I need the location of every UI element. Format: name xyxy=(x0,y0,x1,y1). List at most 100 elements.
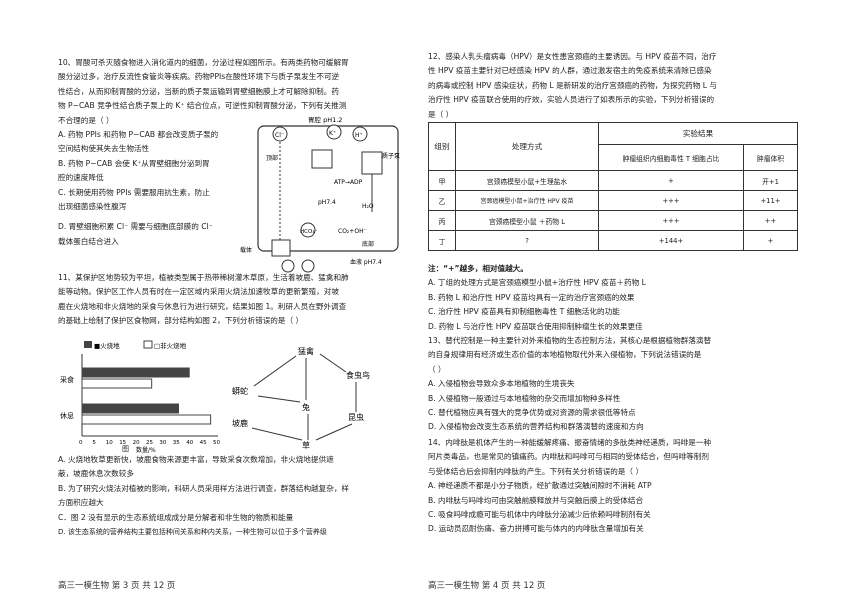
table-row: 丁 ? +144+ + xyxy=(428,230,798,251)
q12-table-note: 注：“+”越多，相对值越大。 xyxy=(428,264,528,273)
bottom-label: 底部 xyxy=(362,240,374,248)
cl-channel xyxy=(272,126,288,142)
table-cell: 宫颈癌模型小鼠+治疗性 HPV 疫苗 xyxy=(455,190,599,211)
legend-burn: ■火烧地 xyxy=(94,341,120,350)
table-cell: ? xyxy=(455,230,599,251)
cell-membrane xyxy=(257,125,399,252)
legend-swatch-burn xyxy=(84,341,92,348)
top-label: 顶部 xyxy=(266,154,278,162)
q10-option-c-cont: 出现细菌感染性腹泻 xyxy=(58,202,127,212)
x-tick-label: 25 xyxy=(146,440,153,446)
table-header-tcell: 肿瘤组织内细胞毒性 T 细胞占比 xyxy=(598,144,744,171)
q13-option-c[interactable]: C. 替代植物应具有强大的竞争优势或对资源的需求很低等特点 xyxy=(428,408,636,418)
table-row: 乙 宫颈癌模型小鼠+治疗性 HPV 疫苗 +++ +11+ xyxy=(428,190,798,211)
co2-label: CO₂+OH⁻ xyxy=(338,228,367,235)
h-label: H⁺ xyxy=(355,132,363,139)
q10-option-d-cont: 载体蛋白结合进入 xyxy=(58,236,119,246)
q10-option-b[interactable]: B. 药物 P−CAB 会使 K⁺从胃壁细胞分泌到胃 xyxy=(58,158,210,168)
table-cell: ++ xyxy=(743,210,798,231)
q14-stem-line: 14、内啡肽是机体产生的一种能缓解疼痛、振奋情绪的多肽类神经递质，吗啡是一种 xyxy=(428,438,712,447)
q10-stem-line: 10、胃酸可杀灭随食物进入消化道内的细菌，分泌过程如图所示。有两类药物可缓解胃 xyxy=(58,58,349,67)
carrier-label: 载体 xyxy=(240,246,252,254)
legend-noburn: □非火烧地 xyxy=(154,341,187,350)
bar-label-feed: 采食 xyxy=(60,375,74,384)
lumen-label: 胃腔 pH1.2 xyxy=(308,115,342,124)
q14-option-a[interactable]: A. 神经递质不都是小分子物质，经扩散通过突触间隙时不消耗 ATP xyxy=(428,481,652,491)
h-ion xyxy=(352,126,368,142)
q12-stem-line: 12、感染人乳头瘤病毒（HPV）是女性患宫颈癌的主要诱因。与 HPV 疫苗不同，… xyxy=(428,52,717,61)
q12-option-d[interactable]: D. 药物 L 与治疗性 HPV 疫苗联合使用抑制肿瘤生长的效果更佳 xyxy=(428,321,643,331)
k-label: K⁺ xyxy=(329,130,336,137)
q10-stem-line: 物 P−CAB 竞争性结合质子泵上的 K⁺ 结合位点，可逆性抑制胃酸分泌，下列有… xyxy=(58,101,347,111)
q13-option-b[interactable]: B. 入侵植物一般通过与本地植物的杂交而增加物种多样性 xyxy=(428,393,621,403)
q10-option-c[interactable]: C. 长期使用药物 PPIs 需要服用抗生素，防止 xyxy=(58,187,210,197)
foodweb-raptor: 猛禽 xyxy=(298,346,314,356)
table-cell: 丙 xyxy=(428,210,456,231)
q11-option-b[interactable]: B. 为了研究火烧法对植被的影响，科研人员采用样方法进行调查，群落结构越复杂，样 xyxy=(58,483,350,493)
question-12: 12、感染人乳头瘤病毒（HPV）是女性患宫颈癌的主要诱因。与 HPV 疫苗不同，… xyxy=(428,50,808,122)
q10-option-a[interactable]: A. 药物 PPIs 和药物 P−CAB 都会改变质子泵的 xyxy=(58,130,219,139)
q13-stem-line: 13、替代控制是一种主要针对外来植物的生态控制方法，其核心是根据植物群落演替 xyxy=(428,336,712,345)
page-4: 12、感染人乳头瘤病毒（HPV）是女性患宫颈癌的主要诱因。与 HPV 疫苗不同，… xyxy=(428,0,808,607)
q11-stem-line: 鹿在火烧地和非火烧地的采食与休息行为进行研究，结果如图 1。利研人员在野外调查 xyxy=(58,301,347,311)
q10-option-d[interactable]: D. 胃壁细胞积累 Cl⁻ 需要与细胞底部膜的 Cl⁻ xyxy=(58,222,213,232)
q12-option-b[interactable]: B. 药物 L 和治疗性 HPV 疫苗均具有一定的治疗宫颈癌的效果 xyxy=(428,292,635,302)
foodweb-python: 蟒蛇 xyxy=(232,386,248,396)
table-cell: 宫颈癌模型小鼠+生理盐水 xyxy=(455,170,599,191)
bar-noburn-1 xyxy=(81,414,212,425)
bar-burn-1 xyxy=(81,403,179,414)
q10-stem-line: 酸分泌过多，治疗反流性食管炎等疾病。药物PPIs在酸性环境下与质子泵发生不可逆 xyxy=(58,72,340,82)
table-header-group: 组别 xyxy=(428,122,456,171)
bottom-carrier xyxy=(271,239,291,257)
q10-stem-line: 不合理的是（ ） xyxy=(58,115,114,125)
q13-option-a[interactable]: A. 入侵植物会导致众多本地植物的生境丧失 xyxy=(428,379,575,389)
x-tick-label: 0 xyxy=(79,440,83,446)
q14-option-d[interactable]: D. 运动员忍耐伤痛、奋力拼搏可能与体内的内啡肽含量增加有关 xyxy=(428,524,644,534)
x-tick-label: 10 xyxy=(106,440,113,446)
table-header-result: 实验结果 xyxy=(598,122,798,145)
bar-noburn-0 xyxy=(81,378,153,389)
x-tick-label: 5 xyxy=(92,440,96,446)
q13-option-d[interactable]: D. 入侵植物会改变生态系统的营养结构和群落演替的速度和方向 xyxy=(428,422,644,432)
question-14: 14、内啡肽是机体产生的一种能缓解疼痛、振奋情绪的多肽类神经递质，吗啡是一种 阿… xyxy=(428,436,808,537)
legend-swatch-noburn xyxy=(143,340,153,349)
q14-option-c[interactable]: C. 吸食吗啡成瘾可能与机体中内啡肽分泌减少后依赖吗啡制剂有关 xyxy=(428,510,651,520)
q12-option-c[interactable]: C. 治疗性 HPV 疫苗具有抑制细胞毒性 T 细胞活化的功能 xyxy=(428,307,620,317)
pump-label: 质子泵 xyxy=(382,152,400,160)
table-header-treatment: 处理方式 xyxy=(455,122,599,171)
q11-option-a-cont: 蔽，坡鹿休息次数较多 xyxy=(58,469,134,479)
foodweb-insectbird: 食虫鸟 xyxy=(346,370,370,380)
q11-stem-line: 能等动物。保护区工作人员有时在一定区域内采用火烧法加速牧草的更新繁殖，对坡 xyxy=(58,287,339,297)
blood-label: 血液 pH7.4 xyxy=(350,258,382,266)
x-tick-label: 20 xyxy=(133,440,140,446)
table-cell: 宫颈癌模型小鼠 ＋药物 L xyxy=(455,210,599,231)
foodweb-arrows xyxy=(251,353,357,441)
q11-option-c[interactable]: C．图 2 没有显示的生态系统组成成分是分解者和非生物的物质和能量 xyxy=(58,512,294,522)
q11-food-web: 猛禽 食虫鸟 蟒蛇 坡鹿 兔 昆虫 草 xyxy=(232,346,370,450)
q13-stem-line: （ ） xyxy=(428,364,446,374)
foodweb-deer: 坡鹿 xyxy=(232,418,248,428)
q11-option-b-cont: 方面积应越大 xyxy=(58,498,104,508)
table-row: 丙 宫颈癌模型小鼠 ＋药物 L +++ ++ xyxy=(428,210,798,231)
page-footer-right: 高三一模生物 第 4 页 共 12 页 xyxy=(428,581,546,591)
q10-option-b-cont: 腔的速度降低 xyxy=(58,173,104,183)
water-label: H₂O xyxy=(362,203,374,210)
q11-stem-line: 11、某保护区地势较为平坦，植被类型属于热带稀树灌木草原，生活着坡鹿、猛禽和肺 xyxy=(58,273,349,282)
table-cell: + xyxy=(598,170,744,191)
table-cell: + xyxy=(743,230,798,251)
q14-stem-line: 与受体结合后会抑制内啡肽的产生。下列有关分析错误的是（ ） xyxy=(428,466,644,476)
q12-note-and-options: 注：“+”越多，相对值越大。 A. 丁组的处理方式是宫颈癌模型小鼠+治疗性 HP… xyxy=(428,262,808,334)
k-carrier xyxy=(311,149,333,169)
table-cell: 开+1 xyxy=(743,170,798,191)
q12-option-a[interactable]: A. 丁组的处理方式是宫颈癌模型小鼠+治疗性 HPV 疫苗＋药物 L xyxy=(428,278,646,288)
q10-option-a-cont: 空间结构使其失去生物活性 xyxy=(58,144,150,154)
q11-option-d[interactable]: D. 该生态系统的营养结构主要包括种间关系和种内关系，一种生物可以位于多个营养级 xyxy=(58,528,327,537)
q10-options: A. 药物 PPIs 和药物 P−CAB 都会改变质子泵的 空间结构使其失去生物… xyxy=(58,128,236,249)
table-cell: +144+ xyxy=(598,230,744,251)
x-axis-label: 数量/% xyxy=(136,446,156,454)
q14-option-b[interactable]: B. 内啡肽与吗啡均可由突触前膜释放并与突触后膜上的受体结合 xyxy=(428,495,644,505)
q11-option-a[interactable]: A. 火烧地牧草更新快，坡鹿食物来源更丰富，导致采食次数增加，非火烧地提供遮 xyxy=(58,455,334,464)
q12-stem-line: 的病毒或控制 HPV 感染症状，药物 L 是新研发的治疗宫颈癌的药物，为探究药物… xyxy=(428,80,718,90)
hco3-circle xyxy=(300,222,316,238)
